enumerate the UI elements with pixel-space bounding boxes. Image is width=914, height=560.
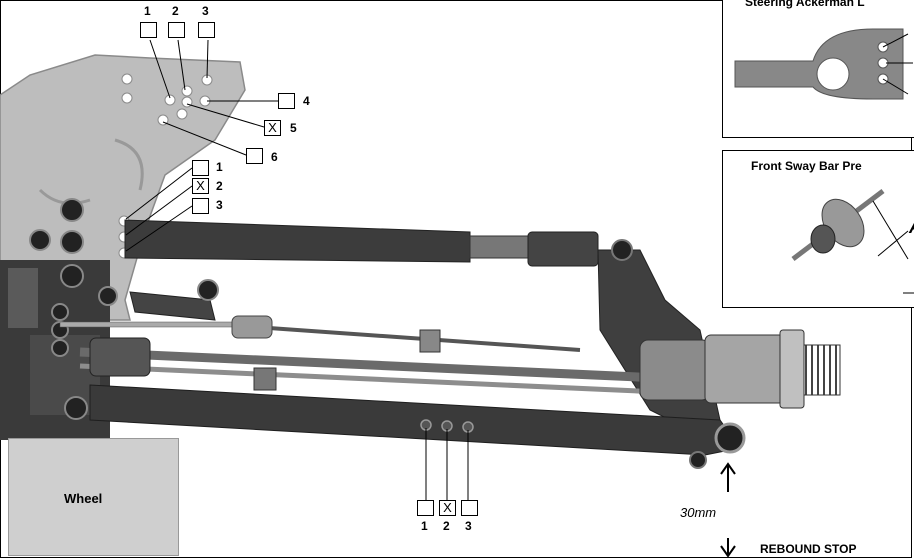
wheel-label: Wheel — [64, 491, 103, 506]
rebound-stop-label: REBOUND STOP — [760, 542, 857, 556]
tower-checkbox-checked: X — [192, 178, 209, 194]
tower-checkbox — [192, 198, 209, 214]
camber-top-checkbox — [140, 22, 157, 38]
camber-side-checkbox — [278, 93, 295, 109]
sway-bar-title: Front Sway Bar Pre — [751, 159, 862, 173]
camber-side-label: 4 — [303, 94, 310, 108]
arm-checkbox-checked: X — [439, 500, 456, 516]
arm-checkbox — [417, 500, 434, 516]
ride-height-value: 30mm — [680, 505, 717, 520]
shock-tower-plate — [0, 54, 246, 321]
camber-top-label: 3 — [202, 4, 209, 18]
ackerman-arm-drawing — [734, 28, 913, 100]
tower-checkbox — [192, 160, 209, 176]
ackerman-title: Steering Ackerman L — [745, 0, 865, 9]
arm-checkbox — [461, 500, 478, 516]
camber-side-label: 6 — [271, 150, 278, 164]
arm-label: 2 — [443, 519, 450, 533]
arm-label: 1 — [421, 519, 428, 533]
arm-label: 3 — [465, 519, 472, 533]
tower-label: 3 — [216, 198, 223, 212]
camber-top-checkbox — [168, 22, 185, 38]
camber-side-checkbox — [246, 148, 263, 164]
camber-side-label: 5 — [290, 121, 297, 135]
ackerman-inset: Steering Ackerman L — [722, 0, 914, 138]
tower-label: 1 — [216, 160, 223, 174]
camber-top-label: 1 — [144, 4, 151, 18]
wheel-placeholder: Wheel — [8, 438, 179, 556]
camber-top-checkbox — [198, 22, 215, 38]
tower-label: 2 — [216, 179, 223, 193]
camber-side-checkbox-checked: X — [264, 120, 281, 136]
upper-arm — [124, 219, 471, 263]
sway-bar-letter: A — [909, 217, 914, 238]
sway-bar-drawing — [791, 189, 914, 294]
camber-top-label: 2 — [172, 4, 179, 18]
sway-bar-inset: Front Sway Bar Pre A — [722, 150, 914, 308]
